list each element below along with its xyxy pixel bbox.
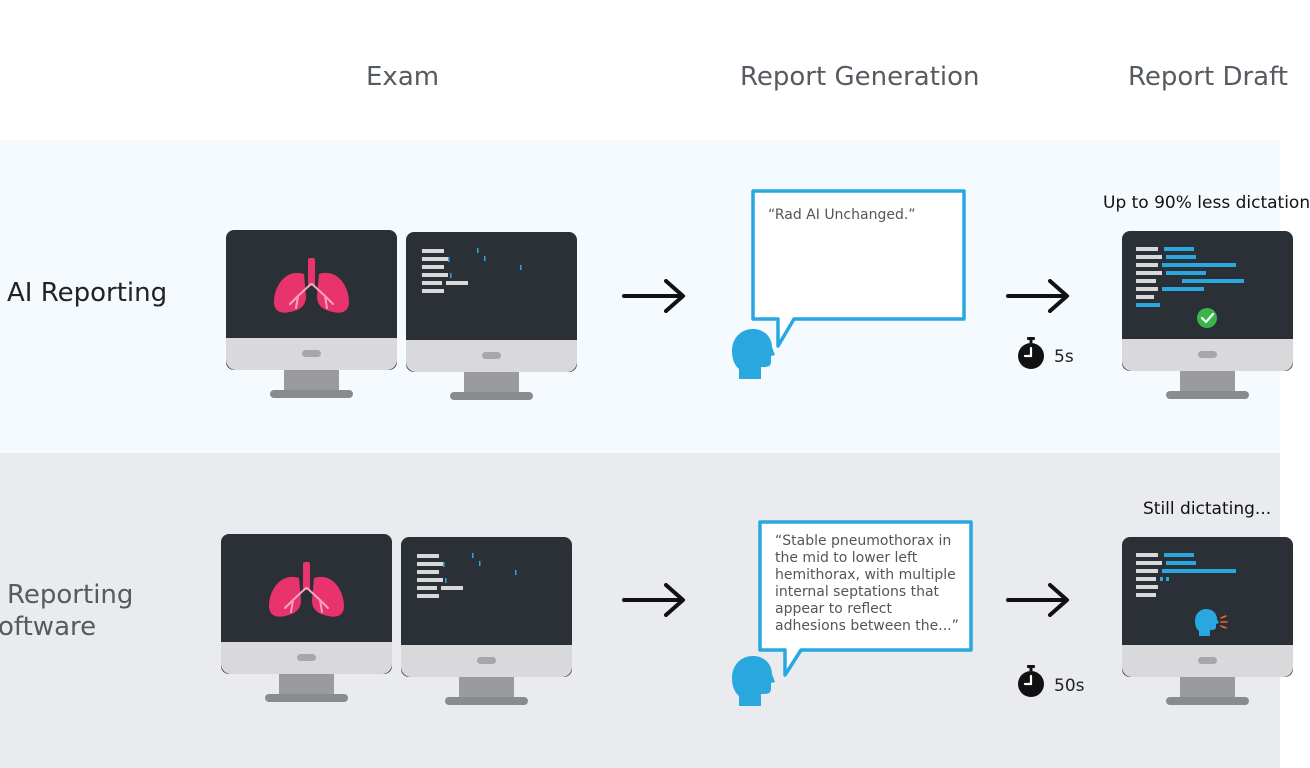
speaking-head-icon [732,329,775,379]
right-arrow-icon [622,583,685,617]
right-arrow-icon [622,279,685,313]
lungs-icon [269,562,344,617]
check-circle-icon [1197,308,1217,328]
exam-monitor-worklist [406,232,577,400]
row-label-ai-reporting: AI Reporting [7,278,168,308]
draft-caption-traditional: Still dictating... [1143,499,1272,519]
dictation-quote-ai: “Rad AI Unchanged.” [768,207,916,223]
traditional-reporting-row: Reporting oftware [0,453,1293,768]
timer-value-traditional: 50s [1054,676,1085,696]
stopwatch-icon [1018,665,1044,697]
column-header-exam: Exam [366,62,440,92]
stopwatch-icon [1018,337,1044,369]
exam-monitor-lungs [221,534,392,702]
timer-value-ai: 5s [1054,347,1074,367]
column-header-report-draft: Report Draft [1128,62,1288,92]
draft-monitor-ai [1122,231,1293,399]
dictation-quote-traditional: “Stable pneumothorax in the mid to lower… [775,533,959,634]
column-header-report-generation: Report Generation [740,62,980,92]
speech-bubble-traditional [758,520,973,677]
lungs-icon [274,258,349,313]
speech-bubble-ai [751,189,966,348]
right-arrow-icon [1006,583,1069,617]
exam-monitor-lungs [226,230,397,398]
exam-monitor-worklist [401,537,572,705]
row-label-reporting-line2: oftware [0,612,97,642]
draft-caption-ai: Up to 90% less dictation [1103,193,1310,213]
draft-monitor-traditional [1122,537,1293,705]
speaking-head-icon [732,656,775,706]
ai-reporting-row: AI Reporting [0,140,1310,453]
row-label-reporting-line1: Reporting [7,580,134,610]
right-arrow-icon [1006,279,1069,313]
speaking-head-icon [1195,609,1228,636]
